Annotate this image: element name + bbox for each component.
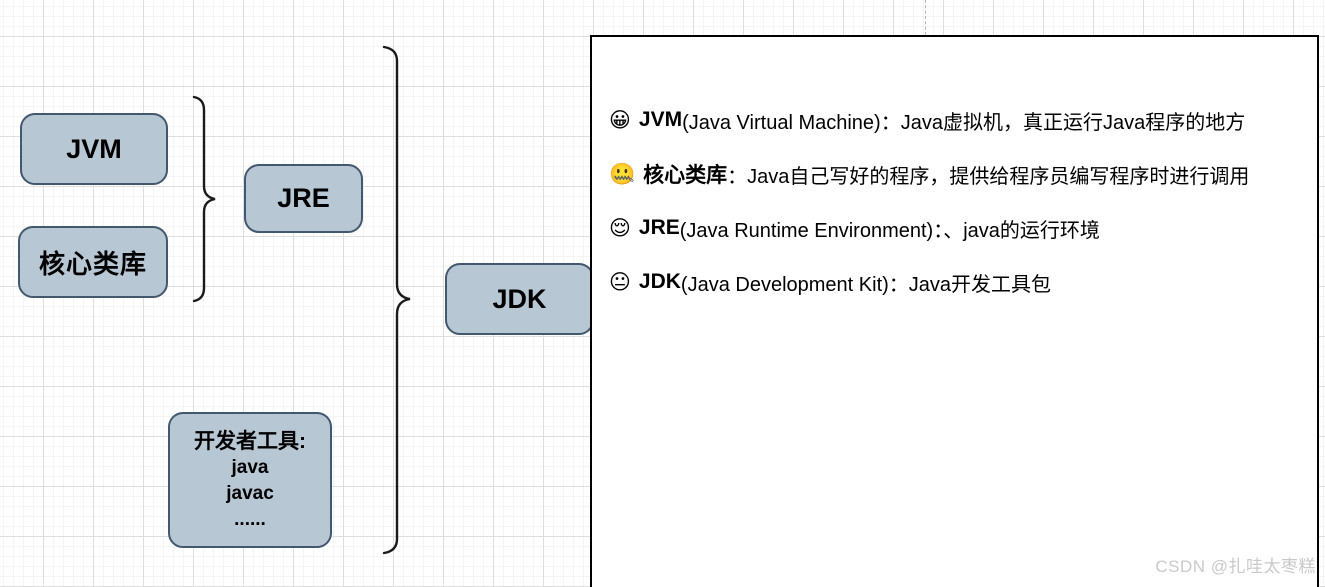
jre-brace	[192, 95, 216, 303]
notes-list: 😀 JVM (Java Virtual Machine)：Java虚拟机，真正运…	[592, 37, 1317, 309]
developer-tools-title: 开发者工具:	[194, 429, 306, 453]
grinning-face-icon: 😀	[609, 108, 631, 132]
jvm-node: JVM	[20, 113, 168, 185]
note-line-jvm: 😀 JVM (Java Virtual Machine)：Java虚拟机，真正运…	[609, 93, 1317, 147]
jdk-node-label: JDK	[492, 283, 547, 314]
jre-node-label: JRE	[277, 183, 330, 213]
developer-tools-item: java	[231, 456, 269, 478]
zipper-mouth-face-icon: 🤐	[609, 161, 636, 186]
core-library-node-label: 核心类库	[38, 248, 147, 279]
note-text: (Java Runtime Environment)：、java的运行环境	[679, 219, 1100, 242]
note-text: ：Java自己写好的程序，提供给程序员编写程序时进行调用	[727, 165, 1250, 188]
note-line-jdk: 😐 JDK (Java Development Kit)：Java开发工具包	[609, 255, 1317, 309]
note-term: 核心类库	[643, 164, 728, 187]
developer-tools-item: ......	[234, 508, 266, 530]
jvm-node-label: JVM	[66, 133, 122, 164]
core-library-node: 核心类库	[18, 226, 168, 298]
relieved-face-icon: 😌	[609, 216, 631, 240]
note-text: (Java Virtual Machine)：Java虚拟机，真正运行Java程…	[682, 111, 1246, 134]
page-break-dashed-line	[925, 0, 926, 35]
notes-panel: 😀 JVM (Java Virtual Machine)：Java虚拟机，真正运…	[590, 35, 1319, 587]
note-line-core-library: 🤐 核心类库 ：Java自己写好的程序，提供给程序员编写程序时进行调用	[609, 147, 1317, 201]
jdk-brace	[382, 45, 411, 555]
note-term: JRE	[638, 216, 680, 239]
note-term: JDK	[638, 270, 681, 293]
jdk-node: JDK	[445, 263, 594, 335]
note-text: (Java Development Kit)：Java开发工具包	[680, 273, 1052, 296]
developer-tools-item: javac	[226, 482, 274, 504]
note-term: JVM	[638, 108, 683, 131]
neutral-face-icon: 😐	[609, 270, 631, 294]
developer-tools-node: 开发者工具: java javac ......	[168, 412, 332, 548]
csdn-watermark: CSDN @扎哇太枣糕	[1155, 557, 1316, 576]
jre-node: JRE	[244, 164, 363, 233]
note-line-jre: 😌 JRE (Java Runtime Environment)：、java的运…	[609, 201, 1317, 255]
